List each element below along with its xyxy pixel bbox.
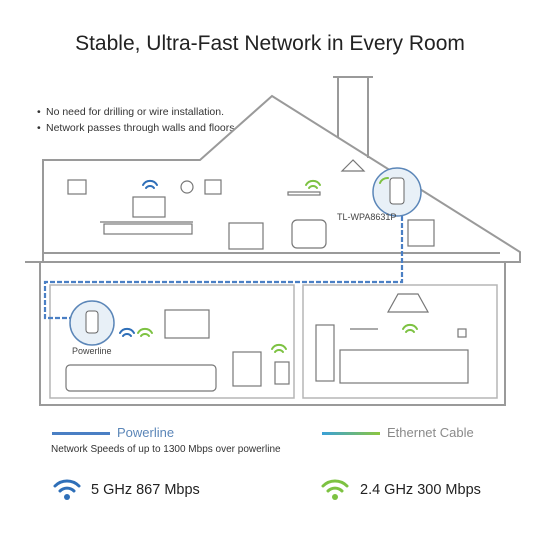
device-model-label: TL-WPA8631P xyxy=(337,212,397,222)
feature-item: •No need for drilling or wire installati… xyxy=(37,106,225,118)
lamp xyxy=(340,159,366,172)
bed xyxy=(407,219,435,247)
page-title: Stable, Ultra-Fast Network in Every Room xyxy=(75,32,465,55)
feature-list: •No need for drilling or wire installati… xyxy=(37,104,235,136)
bookshelf xyxy=(204,179,222,195)
shelf xyxy=(287,191,321,196)
picture-frame xyxy=(67,179,87,195)
wifi-blue-icon xyxy=(53,479,81,500)
band-24ghz-label: 2.4 GHz 300 Mbps xyxy=(360,482,481,498)
band-5ghz-label: 5 GHz 867 Mbps xyxy=(91,482,200,498)
powerline-device-label: Powerline xyxy=(72,346,112,356)
powerline-legend-label: Powerline xyxy=(117,425,175,440)
wifi-small-blue-icon xyxy=(142,179,158,189)
desk-drawer xyxy=(103,223,193,235)
powerline-cable xyxy=(43,195,404,320)
adapter-top-device xyxy=(389,177,405,205)
wall-socket xyxy=(457,328,467,338)
kitchen-counter xyxy=(339,349,469,384)
wifi-top-adapter-green-icon xyxy=(379,177,389,184)
wifi-green-icon xyxy=(321,479,349,500)
feature-item: •Network passes through walls and floors xyxy=(37,122,235,134)
wifi-adapter-blue-icon xyxy=(119,327,135,337)
ethernet-legend-label: Ethernet Cable xyxy=(387,425,474,440)
radiator xyxy=(228,222,264,250)
wall-clock xyxy=(180,180,194,194)
sofa xyxy=(65,364,217,392)
powerline-legend-line xyxy=(52,432,110,435)
lounge-chair xyxy=(232,351,262,387)
wifi-adapter-green-icon xyxy=(137,327,153,337)
monitor xyxy=(132,196,166,218)
adapter-bottom-device xyxy=(85,310,99,334)
ethernet-legend-line xyxy=(322,432,380,435)
tv xyxy=(164,309,210,339)
side-table xyxy=(274,361,290,385)
range-hood xyxy=(386,293,430,313)
wifi-side-green-icon xyxy=(271,343,287,353)
wifi-small-green-icon xyxy=(305,179,321,189)
kitchen xyxy=(302,284,498,399)
living-room xyxy=(49,284,295,399)
fridge xyxy=(315,324,335,382)
wifi-room-green-icon xyxy=(402,323,418,333)
speed-note: Network Speeds of up to 1300 Mbps over p… xyxy=(51,444,281,455)
armchair xyxy=(291,219,327,249)
house-roof-outline xyxy=(25,94,521,406)
